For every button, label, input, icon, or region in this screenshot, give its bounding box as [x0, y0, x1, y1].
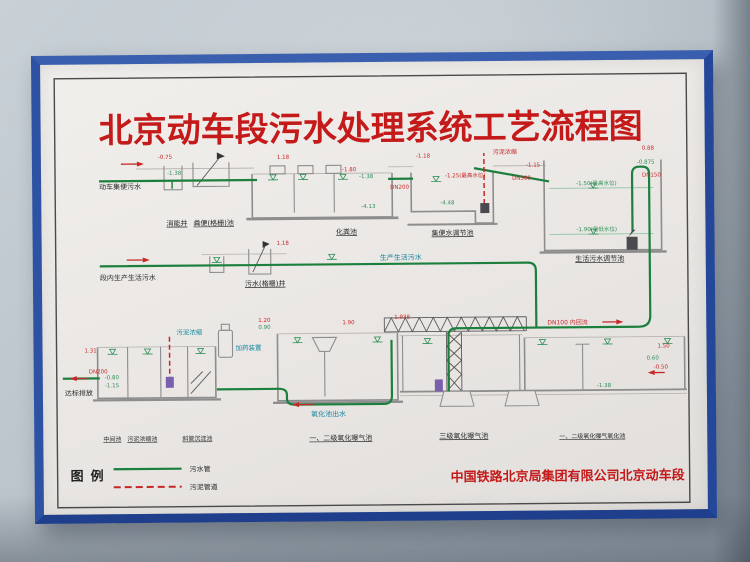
fecal-grid-tank-shape: [192, 162, 230, 188]
domestic-regulating-tank-shape: [543, 159, 663, 252]
num-red-1: -0.75: [158, 155, 173, 161]
num-green-11: 0.60: [647, 356, 660, 362]
sludge-lines: [168, 153, 486, 382]
pedestal-2: [504, 390, 540, 407]
tank-structures: [92, 152, 687, 407]
pump-domestic-regulating: [626, 229, 638, 250]
pipe-lift-riser-and-reflux: [447, 165, 652, 392]
sewage-grid-well-label: 污水(格栅)井: [245, 279, 286, 288]
grid-rake-2: [252, 246, 266, 273]
legend-heading: 图例: [71, 468, 111, 484]
energy-well-shape: [163, 165, 183, 191]
num-green-9: -0.80: [105, 375, 120, 381]
septic-hatch-3: [325, 164, 342, 174]
num-red-11: 1.18: [277, 241, 290, 247]
legend-sewage-line: [113, 467, 182, 471]
num-red-8: DN300: [512, 176, 531, 182]
flow-arrows: [69, 161, 665, 408]
pump-tower-side: [434, 379, 443, 392]
pump-sludge-lower: [165, 376, 174, 388]
aeration3-label: 三级氧化曝气池: [439, 431, 488, 440]
num-green-2: -1.38: [359, 174, 374, 180]
num-red-14: 1.938: [394, 315, 410, 321]
num-green-10: -1.15: [105, 383, 120, 389]
inclined-settler-label: 斜管沉淀池: [182, 434, 212, 442]
sewage-pipes: [62, 165, 652, 406]
num-red-2: 1.18: [277, 155, 290, 161]
pumps: [165, 202, 638, 392]
truss-walkway: [383, 315, 527, 333]
dosing-bottle: [217, 323, 234, 358]
num-green-12: -1.38: [597, 383, 612, 389]
domestic-regulating-label: 生活污水调节池: [575, 254, 624, 263]
num-green-3: -4.13: [361, 204, 376, 210]
label-sludge-thicken-upper: 污泥浓缩: [493, 148, 517, 156]
num-green-4: -4.48: [440, 200, 455, 206]
lower-left-complex-shape: [96, 346, 217, 400]
legend-sewage-label: 污水管: [190, 464, 211, 473]
num-red-18: 1.31: [85, 348, 97, 354]
sludge-thickening-label: 污泥浓缩池: [127, 435, 157, 443]
hopper: [311, 336, 338, 397]
num-red-7: -1.15: [526, 163, 541, 169]
num-red-13: 1.90: [342, 320, 355, 326]
num-red-4: -1.18: [416, 154, 431, 160]
num-red-5: DN200: [390, 185, 409, 191]
lattice-tower: [445, 331, 463, 392]
pipe-dn300-slope: [473, 167, 550, 183]
aeration12-label: 一、二级氧化曝气池: [309, 433, 372, 443]
num-red-3: -1.80: [342, 167, 357, 173]
intermediate-label: 中间池: [103, 435, 121, 443]
sewage-regulating-label: 集便水调节池: [431, 228, 473, 237]
rake-flag: [216, 152, 225, 160]
label-oxidation-outlet: 氧化池出水: [311, 409, 346, 418]
pipe-depot-wastewater: [99, 261, 538, 328]
process-flow-sign-board: 北京动车段污水处理系统工艺流程图: [30, 50, 718, 524]
pipe-oxidation-outlet: [216, 339, 394, 406]
sewage-regulating-tank-shape: [410, 171, 495, 224]
num-green-5: -0.875: [637, 160, 655, 166]
num-green-7: -1.90(最低水位): [576, 225, 617, 233]
num-green-6: -1.50(最高水位): [576, 179, 617, 187]
num-green-8: 0.90: [258, 325, 271, 331]
rake-flag-2: [262, 240, 270, 248]
sewage-grid-well-shape: [248, 248, 272, 275]
label-depot-wastewater: 段内生产生活污水: [100, 273, 156, 282]
pipe-emu-inflow: [99, 178, 258, 183]
label-prod-domestic: 生产生活污水: [380, 253, 422, 262]
num-red-15: 1.50: [658, 343, 671, 349]
septic-hatch-1: [269, 165, 286, 175]
septic-hatch-2: [297, 164, 314, 175]
inclined-tubes: [190, 371, 212, 394]
aeration12ox-label: 一、二级氧化曝气氧化池: [559, 432, 625, 441]
energy-well-label: 消能井: [166, 219, 187, 228]
label-dosing-device: 加药装置: [235, 343, 262, 352]
legend-sludge-label: 污泥管道: [190, 482, 218, 491]
legend: 图例 污水管 污泥管道: [71, 464, 218, 491]
legend-sludge-line: [113, 485, 182, 489]
aeration12-tank-shape: [276, 332, 399, 402]
fecal-grid-label: 粪便(格栅)池: [193, 218, 234, 227]
septic-label: 化粪池: [336, 227, 357, 236]
num-red-12: 1.20: [258, 318, 271, 324]
pedestal-1: [439, 390, 475, 407]
aeration12ox-tank-walls: [523, 336, 686, 391]
num-red-10: DN150: [642, 172, 661, 178]
company-name: 中国铁路北京局集团有限公司北京动车段: [451, 467, 685, 485]
label-sludge-thicken-lower: 污泥浓缩: [176, 327, 203, 336]
page-title: 北京动车段污水处理系统工艺流程图: [98, 107, 642, 152]
label-internal-reflux: DN100 内回流: [547, 318, 588, 326]
pump-sewage-regulating: [480, 202, 490, 214]
num-red-16: -0.50: [654, 364, 669, 370]
num-red-6: -1.25(最高水位): [445, 171, 486, 179]
label-discharge: 达标排放: [65, 388, 93, 397]
num-red-9: 0.88: [642, 146, 655, 152]
inner-border: [53, 72, 691, 509]
ground-lines: [135, 165, 546, 255]
num-green-1: -1.38: [167, 171, 182, 177]
num-red-17: DN200: [89, 369, 108, 375]
label-emu-sewage: 动车集便污水: [99, 182, 141, 191]
flow-diagram: 北京动车段污水处理系统工艺流程图: [53, 72, 691, 509]
